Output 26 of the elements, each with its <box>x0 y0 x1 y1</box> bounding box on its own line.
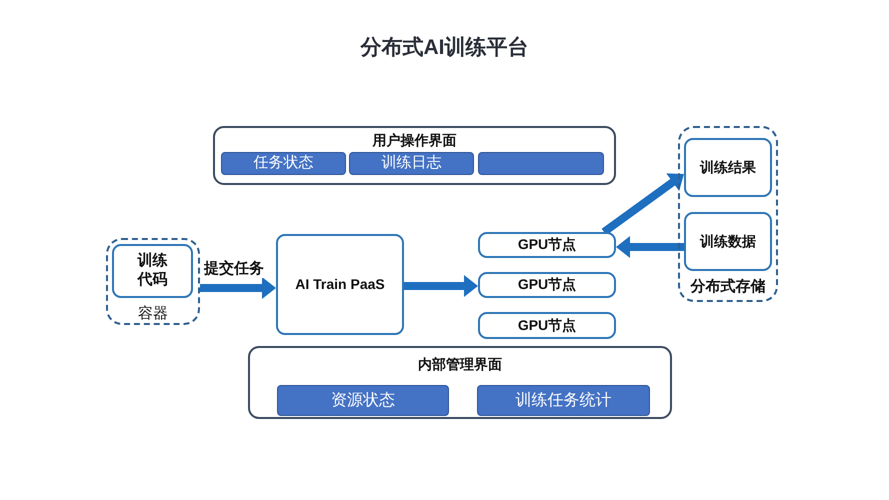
process-box: GPU节点 <box>478 312 616 339</box>
title: 分布式AI训练平台 <box>359 35 530 61</box>
panel <box>248 346 672 419</box>
dashed-container <box>106 238 200 325</box>
container-label: 容器 <box>137 304 169 323</box>
item-box: 资源状态 <box>277 385 449 416</box>
process-box: 训练结果 <box>684 138 772 197</box>
panel <box>213 126 616 185</box>
process-box: GPU节点 <box>478 272 616 298</box>
arrow <box>200 277 276 299</box>
item-box: 任务状态 <box>221 152 346 175</box>
edge-label: 提交任务 <box>203 258 265 278</box>
process-box: GPU节点 <box>478 232 616 258</box>
arrow <box>616 236 684 258</box>
panel-heading: 内部管理界面 <box>417 356 503 374</box>
item-box: 训练日志 <box>349 152 474 175</box>
item-box <box>478 152 604 175</box>
arrow <box>404 275 478 297</box>
dashed-container <box>678 126 778 302</box>
process-box: AI Train PaaS <box>276 234 404 335</box>
panel-heading: 用户操作界面 <box>371 132 458 150</box>
process-box: 训练数据 <box>684 212 772 271</box>
arrow <box>602 170 686 236</box>
container-label: 分布式存储 <box>689 277 766 296</box>
process-box: 训练代码 <box>112 244 193 298</box>
item-box: 训练任务统计 <box>477 385 650 416</box>
